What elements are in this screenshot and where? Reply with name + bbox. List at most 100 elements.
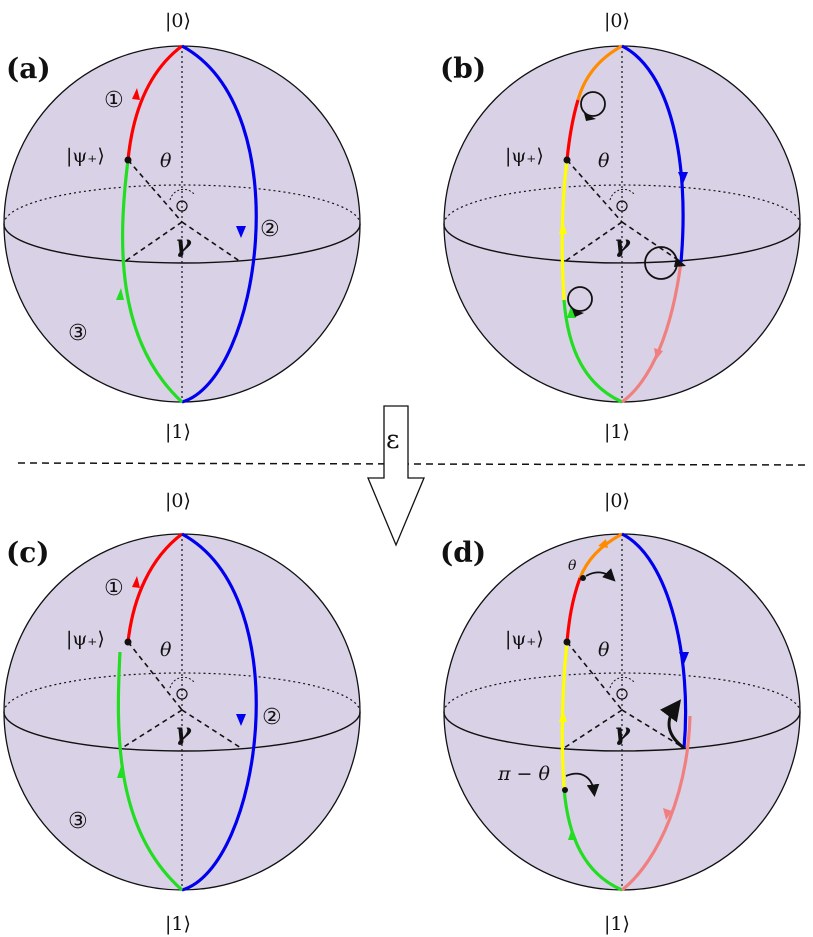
theta-label: θ bbox=[160, 639, 172, 661]
rotation-arrow-bottom bbox=[565, 772, 600, 798]
ket0-label: |0⟩ bbox=[165, 490, 191, 512]
path-green bbox=[562, 299, 623, 404]
panel-d: (d) |0⟩ |1⟩ |ψ₊⟩ θ θ γ π − θ bbox=[440, 490, 801, 935]
arrow-yellow bbox=[559, 710, 567, 722]
state-point-bottom bbox=[562, 787, 568, 793]
arrow-salmon bbox=[663, 808, 672, 820]
gamma-label: γ bbox=[175, 229, 192, 258]
gamma-line-right bbox=[181, 221, 242, 263]
panel-c: (c) |0⟩ |1⟩ |ψ₊⟩ θ γ ① ② ③ bbox=[3, 490, 361, 935]
step-2-label: ② bbox=[262, 705, 282, 730]
origin-marker bbox=[176, 200, 188, 212]
state-vector bbox=[566, 641, 623, 711]
path-orange bbox=[578, 532, 623, 579]
arrow-blue bbox=[679, 652, 689, 664]
gamma-line-right bbox=[621, 709, 685, 749]
theta-label-top: θ bbox=[568, 558, 577, 574]
epsilon-arrow bbox=[367, 405, 425, 547]
sphere bbox=[3, 533, 361, 891]
gamma-label: γ bbox=[614, 229, 631, 258]
path-blue bbox=[181, 532, 258, 892]
gamma-line-left bbox=[563, 709, 623, 749]
step-2-label: ② bbox=[260, 217, 280, 242]
path-orange bbox=[576, 44, 623, 101]
path-green bbox=[562, 787, 623, 892]
state-point bbox=[124, 638, 132, 646]
theta-label: θ bbox=[160, 150, 172, 172]
ket0-label: |0⟩ bbox=[604, 10, 630, 32]
step-1-label: ① bbox=[104, 88, 124, 113]
step-3-label: ③ bbox=[68, 321, 88, 346]
panel-a: (a) |0⟩ |1⟩ |ψ₊⟩ θ γ ① ② ③ bbox=[3, 10, 361, 443]
gamma-line-right bbox=[181, 709, 242, 749]
theta-label: θ bbox=[598, 150, 610, 172]
gamma-line-left bbox=[563, 221, 623, 263]
panel-label: (d) bbox=[440, 536, 486, 569]
arrow-blue bbox=[236, 226, 246, 238]
theta-label: θ bbox=[598, 639, 610, 661]
path-salmon bbox=[621, 261, 683, 404]
ket1-label: |1⟩ bbox=[604, 421, 630, 443]
state-vector bbox=[566, 159, 623, 223]
rotation-arrow-bottom bbox=[572, 309, 584, 317]
epsilon-label: ε bbox=[386, 425, 399, 455]
path-salmon bbox=[621, 715, 692, 892]
arrow-orange bbox=[598, 539, 608, 548]
flip-arrow bbox=[660, 699, 685, 750]
sphere bbox=[443, 533, 801, 891]
arrow-blue bbox=[678, 172, 688, 184]
ket1-label: |1⟩ bbox=[604, 913, 630, 935]
arrow-yellow bbox=[559, 222, 567, 234]
psi-label: |ψ₊⟩ bbox=[505, 145, 544, 167]
origin-marker bbox=[176, 688, 188, 700]
path-red bbox=[565, 99, 580, 161]
ket0-label: |0⟩ bbox=[165, 10, 191, 32]
pi-minus-theta-label: π − θ bbox=[497, 763, 550, 785]
panel-label: (c) bbox=[6, 536, 50, 569]
panel-label: (a) bbox=[6, 52, 51, 85]
state-point bbox=[124, 156, 132, 164]
origin-marker bbox=[616, 200, 628, 212]
path-blue bbox=[181, 44, 258, 404]
psi-label: |ψ₊⟩ bbox=[505, 628, 544, 650]
gamma-line-right bbox=[621, 221, 682, 263]
sphere bbox=[3, 45, 361, 403]
panel-b: (b) |0⟩ |1⟩ |ψ₊⟩ θ γ bbox=[440, 10, 801, 443]
ket1-label: |1⟩ bbox=[165, 421, 191, 443]
arrow-red bbox=[132, 88, 140, 100]
arrow-green bbox=[117, 766, 125, 778]
arrow-blue bbox=[236, 714, 246, 726]
path-red bbox=[126, 44, 183, 161]
state-point-top bbox=[580, 575, 586, 581]
arrow-green bbox=[116, 288, 124, 300]
path-red bbox=[126, 532, 183, 643]
gamma-line-left bbox=[123, 221, 183, 263]
rotation-loop-bottom bbox=[567, 286, 593, 312]
origin-marker bbox=[616, 688, 628, 700]
rotation-loop-top bbox=[580, 91, 606, 117]
state-vector bbox=[127, 159, 183, 223]
ket0-label: |0⟩ bbox=[604, 490, 630, 512]
gamma-label: γ bbox=[614, 717, 631, 746]
arrow-green bbox=[568, 828, 577, 840]
state-vector bbox=[127, 641, 183, 711]
panel-label: (b) bbox=[440, 52, 486, 85]
sphere bbox=[443, 45, 801, 403]
rotation-arrow-top bbox=[584, 113, 596, 121]
psi-label: |ψ₊⟩ bbox=[66, 628, 105, 650]
gamma-label: γ bbox=[175, 717, 192, 746]
psi-label: |ψ₊⟩ bbox=[66, 145, 105, 167]
state-point bbox=[563, 638, 571, 646]
rotation-arrow-top bbox=[585, 568, 616, 582]
state-point bbox=[563, 156, 571, 164]
path-blue bbox=[621, 532, 688, 749]
arrow-red bbox=[132, 576, 140, 588]
gamma-line-left bbox=[121, 709, 183, 749]
ket1-label: |1⟩ bbox=[165, 913, 191, 935]
separator-line bbox=[17, 462, 809, 466]
step-3-label: ③ bbox=[68, 809, 88, 834]
arrow-salmon bbox=[654, 348, 663, 360]
step-1-label: ① bbox=[104, 576, 124, 601]
arrow-green bbox=[567, 306, 576, 318]
